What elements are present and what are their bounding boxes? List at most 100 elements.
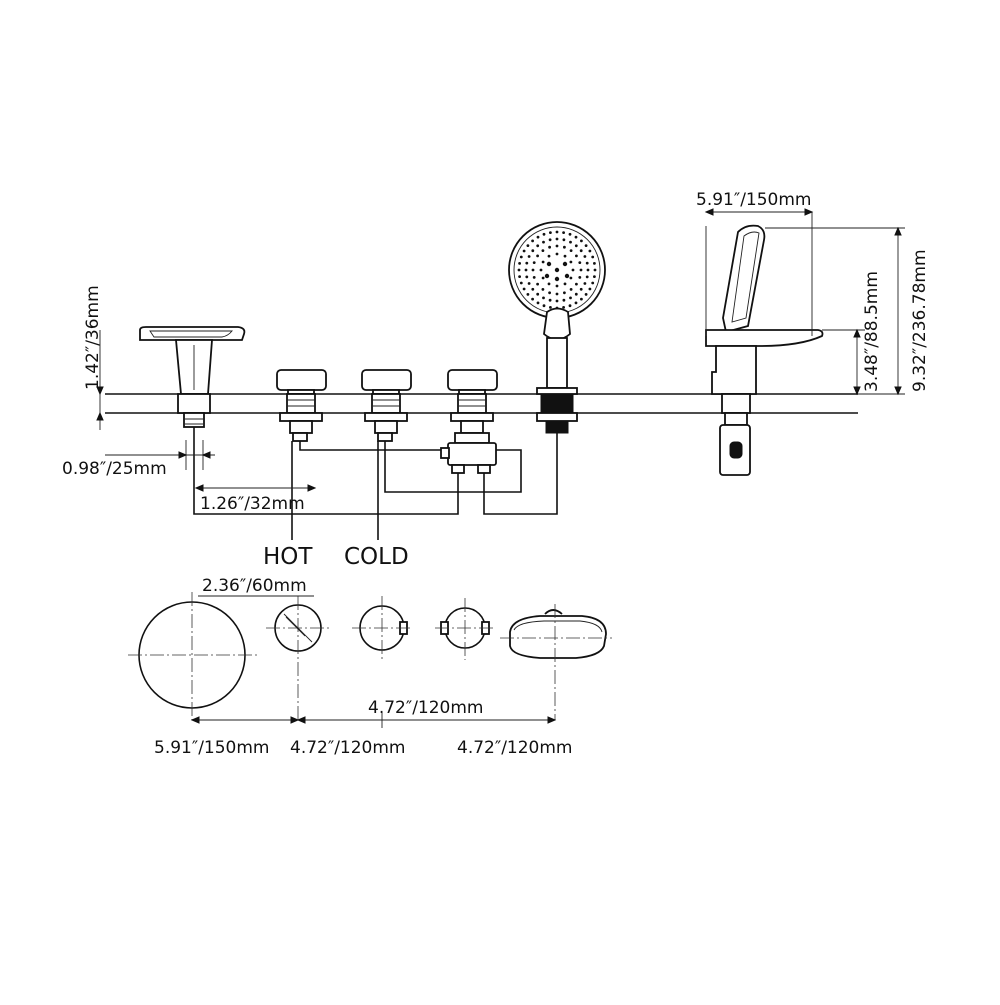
spray-nozzle — [575, 254, 578, 258]
spray-nozzle — [580, 239, 583, 243]
spray-nozzle — [531, 239, 534, 243]
spray-nozzle — [519, 281, 523, 285]
spray-nozzle — [522, 249, 526, 253]
spray-nozzle — [518, 275, 521, 278]
spray-nozzle — [588, 287, 592, 291]
spray-nozzle — [575, 282, 578, 286]
spray-nozzle — [585, 275, 589, 279]
spray-nozzle — [522, 287, 526, 291]
spray-nozzle — [555, 237, 559, 241]
handle-cold — [361, 369, 412, 442]
spray-nozzle — [569, 276, 573, 280]
spray-nozzle — [584, 244, 588, 248]
spray-nozzle — [531, 268, 535, 272]
spray-nozzle — [542, 232, 546, 236]
top-view-spout — [128, 592, 258, 720]
spray-nozzle — [531, 249, 535, 253]
spray-nozzle — [571, 268, 575, 272]
dim-shank-offset — [105, 440, 215, 470]
spray-nozzle — [562, 231, 565, 235]
spray-nozzles — [517, 230, 597, 310]
spray-nozzle — [574, 244, 578, 248]
spray-nozzle — [542, 304, 546, 308]
spray-nozzle — [554, 276, 560, 282]
spray-nozzle — [531, 297, 534, 301]
spray-nozzle — [527, 255, 531, 258]
spray-nozzle — [536, 301, 540, 305]
spray-nozzle — [525, 275, 529, 279]
spray-nozzle — [591, 281, 595, 285]
spray-nozzle — [563, 291, 566, 295]
plumbing-lines — [193, 427, 558, 540]
spray-nozzle — [536, 282, 539, 286]
spray-nozzle — [549, 306, 552, 309]
spray-nozzle — [546, 261, 552, 267]
spray-nozzle — [542, 296, 545, 300]
dim-handheld-width — [704, 208, 814, 336]
spray-nozzle — [555, 299, 559, 303]
dim-holder-height — [765, 226, 905, 396]
spray-nozzle — [517, 268, 521, 272]
spray-nozzle — [555, 306, 559, 310]
dim-total-height-label: 9.32″/236.78mm — [910, 249, 930, 392]
spray-nozzle — [569, 260, 573, 264]
dim-spout-diameter-label: 5.91″/150mm — [154, 738, 270, 758]
spray-nozzle — [563, 245, 566, 249]
dim-shank-offset-label: 0.98″/25mm — [62, 459, 167, 479]
spray-nozzle — [547, 254, 551, 258]
spray-nozzle — [549, 231, 552, 235]
spray-nozzle — [568, 232, 572, 236]
spray-nozzle — [541, 288, 545, 291]
spray-nozzle — [548, 245, 551, 249]
dim-handle-diameter — [198, 595, 314, 637]
spray-nozzle — [532, 276, 536, 279]
dim-spout-height — [96, 330, 104, 430]
spray-nozzle — [536, 244, 540, 248]
spray-nozzle — [554, 267, 560, 273]
spray-nozzle — [547, 282, 551, 286]
spray-nozzle — [531, 287, 535, 291]
spray-nozzle — [525, 261, 529, 265]
diverter-valve-body — [440, 442, 497, 474]
spray-nozzle — [539, 268, 543, 272]
spray-nozzle — [574, 301, 578, 305]
spray-nozzle — [569, 288, 573, 291]
shower-holder — [705, 224, 824, 476]
spray-nozzle — [541, 276, 545, 280]
dim-handheld-width-label: 5.91″/150mm — [696, 190, 812, 210]
spray-nozzle — [536, 254, 539, 258]
spray-nozzle — [579, 268, 583, 272]
handle-diverter — [447, 369, 498, 444]
dim-spacing-3-label: 4.72″/120mm — [457, 738, 573, 758]
spray-nozzle — [562, 306, 565, 309]
dim-spacing-row — [190, 712, 557, 728]
spray-nozzle — [583, 282, 587, 285]
spray-nozzle — [548, 291, 551, 295]
handle-hot — [276, 369, 327, 442]
tub-spout — [139, 326, 246, 428]
top-view-handle-diverter — [435, 598, 495, 660]
spray-nozzle — [555, 284, 559, 288]
spray-nozzle — [563, 282, 567, 286]
spray-nozzle — [569, 240, 572, 244]
spray-nozzle — [569, 249, 573, 253]
spray-nozzle — [586, 268, 590, 272]
spray-nozzle — [584, 293, 588, 296]
dim-spacing-2-label: 4.72″/120mm — [290, 738, 406, 758]
spray-nozzle — [593, 275, 596, 278]
hot-label: HOT — [263, 544, 313, 570]
dim-valve-offset — [194, 484, 317, 492]
spray-nozzle — [527, 282, 531, 285]
dim-spacing-1-label: 4.72″/120mm — [368, 698, 484, 718]
dim-holder-height-label: 3.48″/88.5mm — [862, 271, 882, 392]
dim-spout-height-label: 1.42″/36mm — [83, 285, 103, 390]
spray-nozzle — [526, 244, 530, 248]
spray-nozzle — [532, 261, 536, 264]
cold-label: COLD — [344, 544, 409, 570]
spray-nozzle — [564, 273, 570, 279]
spray-nozzle — [578, 261, 582, 264]
spray-nozzle — [526, 293, 530, 296]
top-view-handle-cold — [352, 596, 412, 660]
top-view-shower-holder — [500, 604, 612, 720]
